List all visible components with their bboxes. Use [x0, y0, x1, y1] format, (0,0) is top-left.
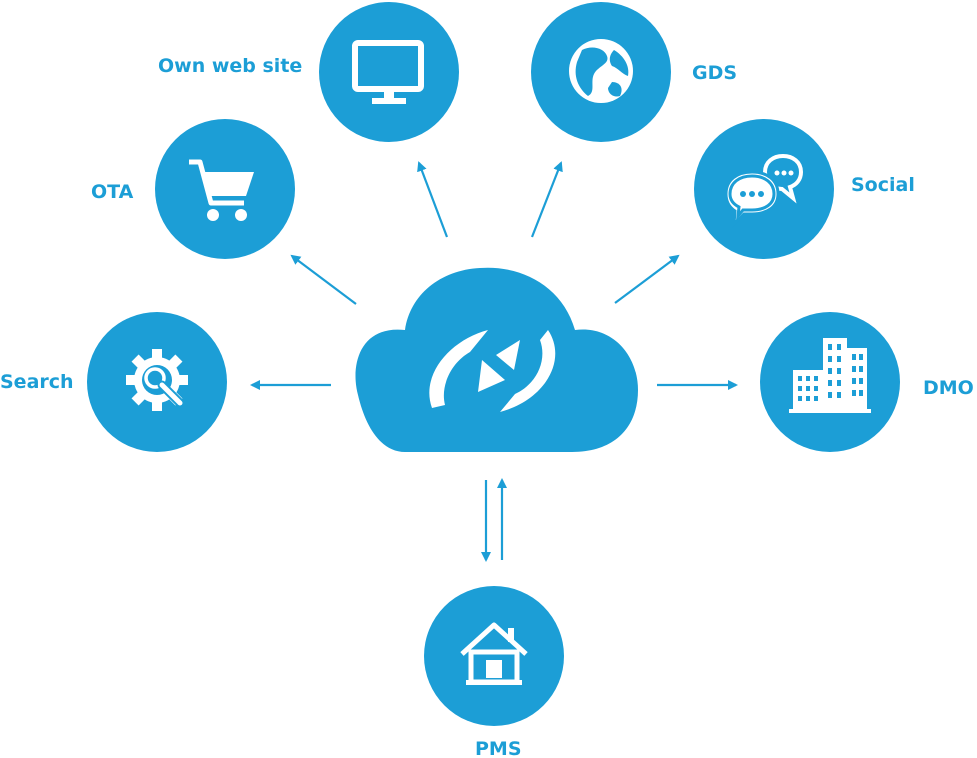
node-own-web-site	[319, 2, 459, 142]
dmo-label: DMO	[923, 377, 974, 399]
arrow-to-ota	[290, 254, 357, 305]
central-cloud	[355, 267, 638, 452]
arrow-to-gds	[530, 161, 563, 238]
connectors	[250, 161, 738, 562]
house-icon	[460, 622, 528, 685]
node-gds	[531, 2, 671, 142]
buildings-icon	[789, 338, 871, 413]
node-search	[87, 312, 227, 452]
globe-icon	[569, 39, 633, 103]
pms-label: PMS	[475, 738, 522, 758]
arrow-to-social	[614, 254, 680, 304]
gear-search-icon	[126, 349, 188, 411]
node-ota	[155, 119, 295, 259]
gds-label: GDS	[692, 62, 738, 84]
arrow-to-own-web-site	[417, 161, 449, 238]
monitor-icon	[352, 40, 424, 104]
node-social	[694, 119, 834, 259]
shopping-cart-icon	[189, 159, 254, 221]
social-label: Social	[851, 174, 915, 196]
own-web-site-label: Own web site	[158, 55, 303, 77]
sync-arrows-icon	[429, 330, 556, 412]
search-label: Search	[0, 371, 74, 393]
chat-bubbles-icon	[724, 153, 804, 228]
ota-label: OTA	[91, 181, 134, 203]
node-pms	[424, 586, 564, 726]
node-dmo	[760, 312, 900, 452]
